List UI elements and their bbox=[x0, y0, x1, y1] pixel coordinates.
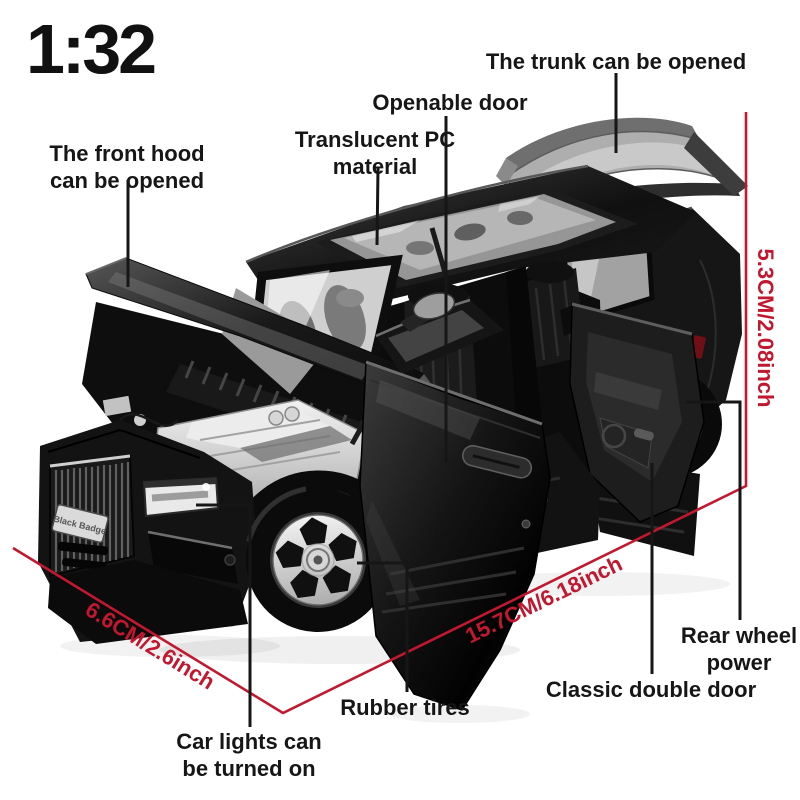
label-front-hood-line2: can be opened bbox=[49, 168, 205, 194]
label-front-hood: The front hood can be opened bbox=[49, 140, 204, 195]
label-car-lights: Car lights can be turned on bbox=[176, 728, 321, 783]
car-illustration: Black Badge bbox=[38, 117, 748, 723]
rear-wheel-power-callout-line bbox=[686, 400, 742, 620]
label-translucent-pc: Translucent PC material bbox=[295, 126, 455, 181]
door-handle bbox=[462, 444, 533, 479]
car-lights-callout-line bbox=[196, 503, 252, 727]
label-classic-double-door: Classic double door bbox=[545, 677, 757, 702]
side-mirror bbox=[400, 292, 456, 332]
label-openable-door: Openable door bbox=[372, 90, 528, 115]
label-rear-wheel-power-line1: Rear wheel bbox=[680, 623, 798, 648]
callout-lines bbox=[126, 73, 742, 727]
front-fascia: Black Badge bbox=[38, 420, 258, 644]
dimension-height-label: 5.3CM/2.08inch bbox=[753, 248, 778, 408]
front-wheel bbox=[246, 486, 390, 632]
label-translucent-pc-line1: Translucent PC bbox=[294, 127, 456, 152]
label-rubber-tires: Rubber tires bbox=[340, 695, 470, 720]
wheel-spoke-holes bbox=[275, 517, 357, 598]
label-front-hood-line1: The front hood bbox=[49, 141, 205, 166]
scale-ratio-badge: 1:32 bbox=[26, 10, 157, 88]
label-translucent-pc-line2: material bbox=[332, 154, 418, 180]
translucent-pc-callout-line bbox=[375, 167, 380, 246]
rear-door-open bbox=[560, 302, 705, 523]
license-plate: Black Badge bbox=[51, 504, 109, 544]
hood-open bbox=[85, 257, 430, 446]
dimension-lines bbox=[12, 112, 748, 715]
trunk-lid-open bbox=[496, 117, 748, 250]
rubber-tires-callout-line bbox=[357, 561, 409, 692]
label-trunk: The trunk can be opened bbox=[485, 49, 747, 74]
label-car-lights-line1: Car lights can bbox=[176, 729, 322, 754]
label-rear-wheel-power-line2: power bbox=[706, 650, 772, 676]
dimension-line-height-length-width bbox=[12, 112, 748, 715]
label-rear-wheel-power: Rear wheel power bbox=[681, 622, 797, 677]
label-car-lights-line2: be turned on bbox=[182, 756, 316, 782]
